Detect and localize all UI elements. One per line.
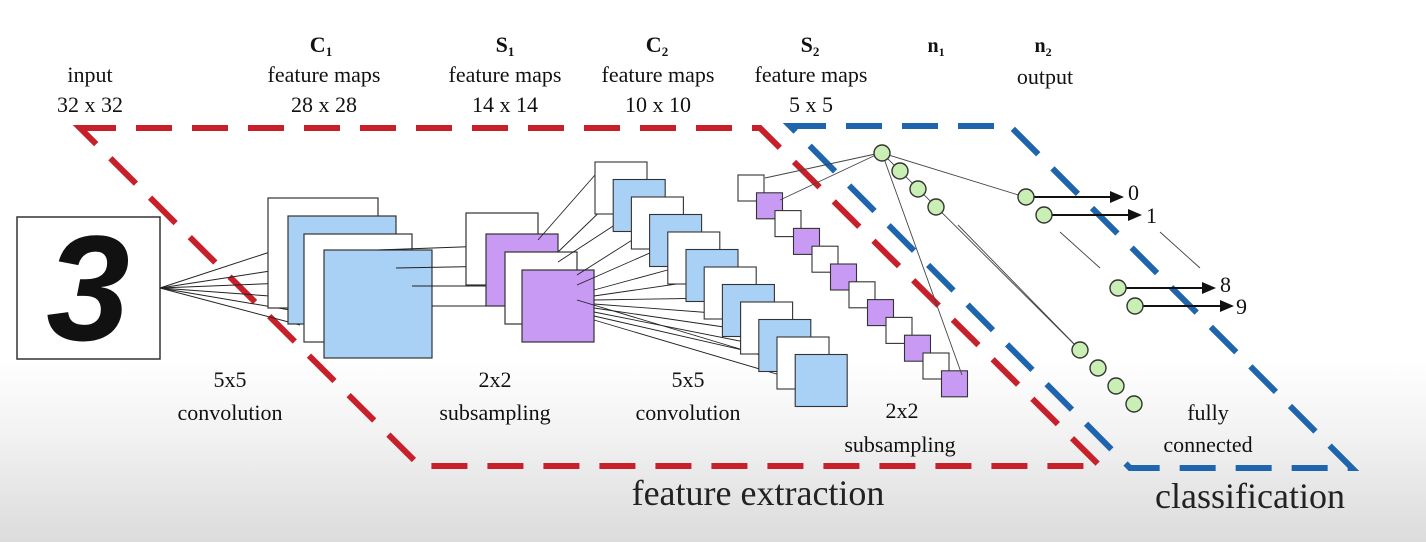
n2-desc: output <box>1017 64 1073 89</box>
op4-line1: 2x2 <box>886 398 919 423</box>
c2-map <box>794 353 848 408</box>
op1-line2: convolution <box>177 400 282 425</box>
op5-line1: fully <box>1187 400 1229 425</box>
neuron <box>1089 359 1107 377</box>
input-image: 3 <box>16 204 161 372</box>
op5-line2: connected <box>1163 432 1252 457</box>
c1-size: 28 x 28 <box>291 92 357 117</box>
s2-feature-maps <box>737 174 969 398</box>
input-title: input <box>67 62 112 87</box>
neuron <box>873 144 891 162</box>
s2-map <box>940 370 969 398</box>
input-size: 32 x 32 <box>57 92 123 117</box>
s2-desc: feature maps <box>755 62 868 87</box>
layer-labels: input 32 x 32 C1 feature maps 28 x 28 S1… <box>57 32 1073 117</box>
op1-line1: 5x5 <box>214 367 247 392</box>
feature-extraction-region <box>72 125 1108 469</box>
c1-feature-maps <box>267 197 433 359</box>
s1-name: S1 <box>496 32 515 59</box>
output-label-1: 1 <box>1146 203 1157 228</box>
s1-desc: feature maps <box>449 62 562 87</box>
n2-output-neurons: 0 1 8 9 <box>1017 180 1247 319</box>
output-label-0: 0 <box>1128 180 1139 205</box>
c2-feature-maps <box>594 161 848 408</box>
neuron <box>891 162 909 180</box>
c1-name: C1 <box>310 32 332 59</box>
op2-line2: subsampling <box>439 400 550 425</box>
output-label-8: 8 <box>1220 272 1231 297</box>
output-neuron <box>1017 188 1035 206</box>
s1-size: 14 x 14 <box>472 92 538 117</box>
c2-desc: feature maps <box>602 62 715 87</box>
neuron <box>927 198 945 216</box>
s2-name: S2 <box>801 32 820 59</box>
neuron <box>909 180 927 198</box>
classification-title: classification <box>1155 476 1345 516</box>
n1-neurons <box>873 144 1143 413</box>
neuron <box>1125 395 1143 413</box>
op3-line1: 5x5 <box>672 367 705 392</box>
n1-name: n1 <box>927 35 944 59</box>
s1-feature-maps <box>465 212 595 343</box>
c2-name: C2 <box>646 32 668 59</box>
operation-labels: 5x5 convolution 2x2 subsampling 5x5 conv… <box>177 367 1252 457</box>
c2-size: 10 x 10 <box>625 92 691 117</box>
output-neuron <box>1035 206 1053 224</box>
input-digit: 3 <box>46 204 129 372</box>
output-neuron <box>1126 297 1144 315</box>
output-label-9: 9 <box>1236 294 1247 319</box>
op4-line2: subsampling <box>844 432 955 457</box>
op2-line1: 2x2 <box>479 367 512 392</box>
op3-line2: convolution <box>635 400 740 425</box>
c1-desc: feature maps <box>268 62 381 87</box>
neuron <box>1071 341 1089 359</box>
classification-region <box>782 123 1360 471</box>
output-neuron <box>1109 279 1127 297</box>
feature-extraction-title: feature extraction <box>632 473 885 513</box>
n2-name: n2 <box>1034 35 1051 59</box>
neuron <box>1107 377 1125 395</box>
s2-size: 5 x 5 <box>789 92 833 117</box>
